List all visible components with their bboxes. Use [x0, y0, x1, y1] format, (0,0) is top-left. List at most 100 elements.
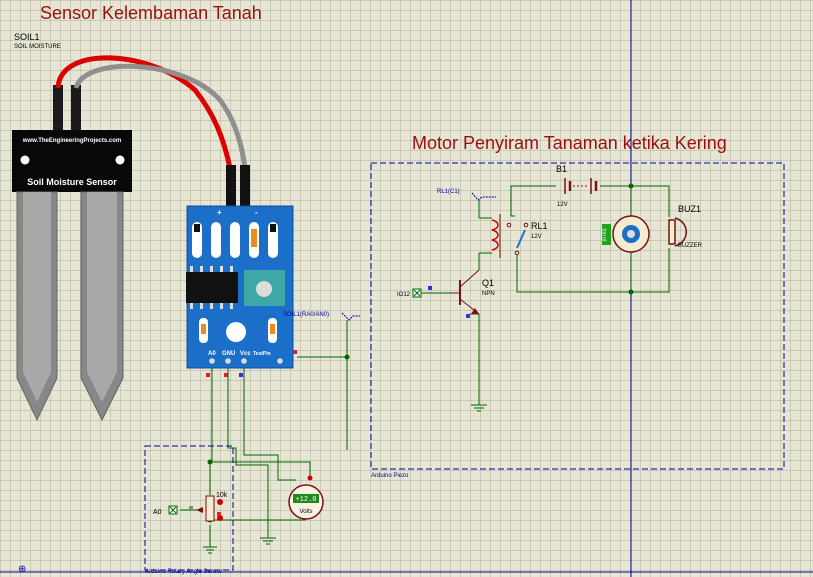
rl1c1-net-label: RL1(C1) — [437, 189, 460, 195]
probe-header — [12, 130, 132, 192]
pin-marker — [224, 373, 228, 377]
buzzer-horn — [674, 217, 687, 247]
transistor-collector — [459, 269, 480, 288]
motor-status-box — [602, 224, 611, 245]
module-slot-3 — [230, 222, 240, 258]
voltmeter[interactable]: +12.0 Volts — [288, 475, 324, 520]
module-slot-4-resistor — [251, 229, 257, 247]
pin-vcc[interactable] — [241, 358, 247, 364]
probe-site: www.TheEngineeringProjects.com — [22, 138, 121, 144]
junction — [344, 354, 350, 360]
probe-leg-left-inner — [23, 192, 51, 402]
ic-pin — [200, 266, 203, 272]
voltmeter-terminal — [307, 475, 313, 481]
soil1-net-label: SOIL1(RA0/AN0) — [283, 312, 329, 318]
pot-body — [205, 495, 215, 522]
pot-marker — [217, 512, 221, 516]
io12-label: IO12 — [397, 292, 411, 298]
motor-shaft — [627, 230, 635, 238]
q1-type: NPN — [482, 291, 495, 297]
voltmeter-unit: Volts — [299, 509, 312, 515]
pin-a0[interactable] — [209, 358, 215, 364]
a0-marker — [189, 506, 193, 510]
ic-pin — [210, 266, 213, 272]
transistor-arrow — [471, 308, 479, 314]
buzzer-body — [668, 219, 676, 245]
buz1-type: BUZZER — [678, 243, 703, 249]
io12-marker — [428, 286, 432, 290]
motor-title: Motor Penyiram Tanaman ketika Kering — [412, 133, 727, 153]
relay-contact — [514, 250, 520, 256]
rl1c1-net-arrow — [471, 192, 496, 201]
a0-net-label: A0 — [153, 509, 162, 516]
ic-pin — [220, 303, 223, 309]
junction — [628, 183, 634, 189]
relay-coil — [491, 219, 499, 251]
module-slot-5-dot — [270, 224, 276, 232]
battery-b1[interactable] — [564, 178, 598, 194]
pin-test[interactable] — [277, 358, 283, 364]
transistor-q1[interactable] — [451, 269, 480, 315]
buz1-label: BUZ1 — [678, 204, 701, 214]
probe-hole-right — [115, 155, 125, 165]
origin-marker: ⊕ — [18, 564, 26, 575]
wire-gray[interactable] — [73, 63, 248, 169]
probe-name: Soil Moisture Sensor — [27, 177, 117, 187]
piezo-subcircuit-label: Arduino Piezo — [371, 473, 409, 479]
motor-status-text: (0.00) — [602, 228, 608, 241]
piezo-subcircuit-box — [370, 162, 785, 470]
ground-symbol — [260, 532, 276, 545]
pin-marker — [239, 373, 243, 377]
rotary-subcircuit-box — [144, 445, 234, 571]
ic-pin — [230, 266, 233, 272]
soil-sub: SOIL MOISTURE — [14, 44, 61, 50]
module-pin-minus — [240, 165, 250, 213]
pin-a0-label: A0 — [208, 351, 216, 357]
module-pin-plus — [226, 165, 236, 213]
ic-pin — [210, 303, 213, 309]
module-capacitor — [226, 322, 246, 342]
ic-pin — [190, 303, 193, 309]
sensor-module[interactable]: + - A0 GNU Vcc TestPin — [186, 165, 294, 369]
relay-switch-arm — [516, 229, 526, 249]
b1-label: B1 — [556, 164, 567, 174]
ic-pin — [220, 266, 223, 272]
dc-motor[interactable]: (0.00) — [602, 215, 650, 253]
trimpot-knob — [256, 281, 272, 297]
relay-contact — [523, 222, 529, 228]
rl1-value: 12V — [531, 234, 542, 240]
pin-gnd-label: GNU — [222, 351, 235, 357]
voltmeter-display — [293, 494, 319, 503]
ic-pin — [230, 303, 233, 309]
soil-moisture-probe[interactable]: www.TheEngineeringProjects.com Soil Mois… — [12, 85, 132, 422]
junction — [628, 289, 634, 295]
pin-marker — [293, 350, 297, 354]
pot-value: 10k — [216, 492, 228, 499]
module-ic — [186, 272, 238, 303]
pin-marker — [206, 373, 210, 377]
rl1-label: RL1 — [531, 221, 548, 231]
potentiometer[interactable] — [196, 495, 223, 522]
led-left-core — [201, 324, 206, 334]
q1-marker — [466, 314, 470, 318]
pin-test-label: TestPin — [253, 351, 271, 357]
wires-piezo — [421, 185, 670, 405]
relay-contact — [506, 222, 512, 228]
wire-red[interactable] — [55, 55, 233, 169]
ground-pot — [203, 546, 217, 554]
voltmeter-reading: +12.0 — [295, 496, 316, 504]
pin-gnd[interactable] — [225, 358, 231, 364]
soil-ref: SOIL1 — [14, 32, 40, 42]
terminal-x — [413, 289, 421, 297]
module-plus-label: + — [217, 208, 222, 217]
ic-pin — [200, 303, 203, 309]
relay-rl1[interactable] — [491, 214, 529, 258]
module-slot-2 — [211, 222, 221, 258]
pot-red-dot — [217, 515, 223, 521]
buzzer-buz1[interactable] — [668, 217, 687, 247]
probe-leg-right-inner — [87, 192, 117, 402]
ground-q1 — [471, 404, 487, 412]
ic-pin — [190, 266, 193, 272]
